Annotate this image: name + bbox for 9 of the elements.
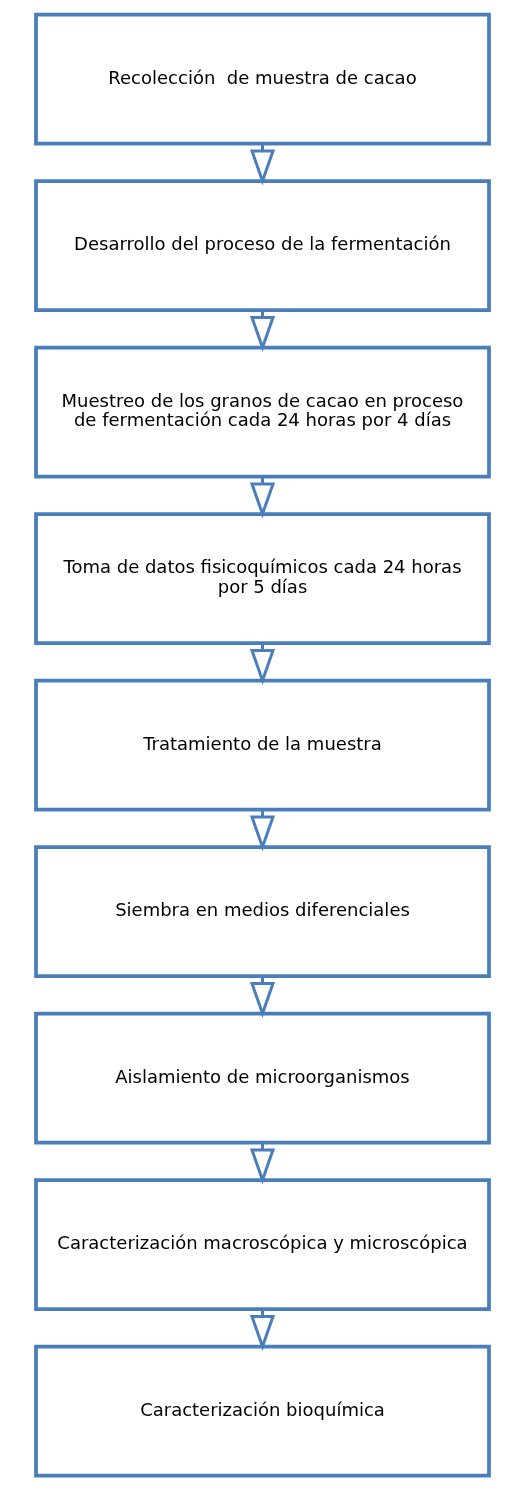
node-box: Muestreo de los granos de cacao en proceso de fermentación cada 24 horas por 4 días — [34, 345, 491, 479]
node-box: Aislamiento de microorganismos — [34, 1011, 491, 1145]
node-box: Caracterización bioquímica — [34, 1344, 491, 1478]
node-box: Caracterización macroscópica y microscópica — [34, 1178, 491, 1311]
node-box: Tratamiento de la muestra — [34, 678, 491, 812]
node-box: Siembra en medios diferenciales — [34, 845, 491, 978]
node-box: Recolección de muestra de cacao — [34, 12, 491, 146]
node-box: Desarrollo del proceso de la fermentación — [34, 179, 491, 312]
node-box: Toma de datos fisicoquímicos cada 24 horas por 5 días — [34, 512, 491, 645]
